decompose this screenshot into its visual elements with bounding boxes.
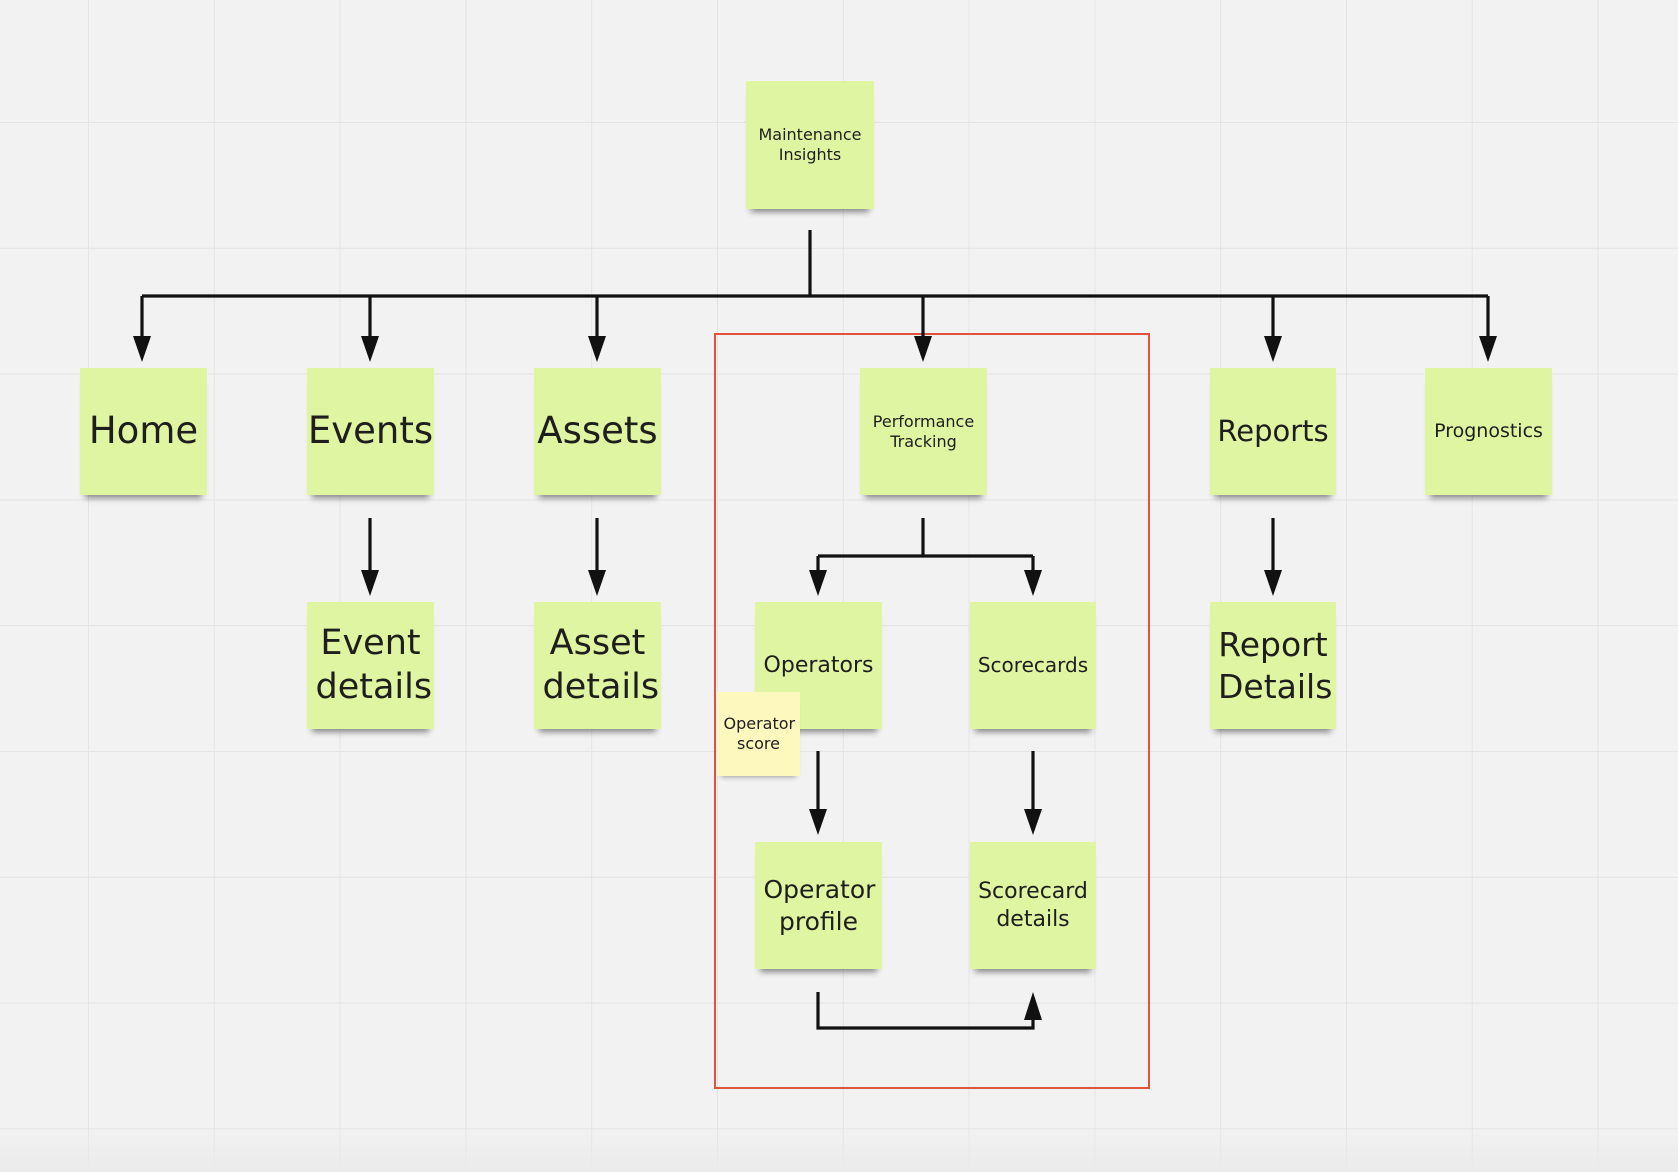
arrowhead-reports bbox=[1264, 336, 1282, 362]
sticky-prognostics[interactable]: Prognostics bbox=[1425, 368, 1552, 495]
sticky-text: Home bbox=[88, 409, 199, 453]
arrowhead-home bbox=[133, 336, 151, 362]
sticky-assets[interactable]: Assets bbox=[534, 368, 661, 495]
sticky-text: Performance Tracking bbox=[872, 411, 975, 451]
arrowhead-scorecards bbox=[1024, 570, 1042, 596]
sticky-report-details[interactable]: Report Details bbox=[1210, 602, 1336, 729]
sticky-maintenance-insights[interactable]: Maintenance Insights bbox=[746, 81, 874, 209]
sticky-text: Reports bbox=[1217, 414, 1329, 449]
arrowhead-operators bbox=[809, 570, 827, 596]
sticky-text: Prognostics bbox=[1434, 419, 1543, 442]
sticky-text: Asset details bbox=[542, 622, 660, 707]
sticky-scorecard-details[interactable]: Scorecard details bbox=[970, 842, 1096, 969]
sticky-home[interactable]: Home bbox=[80, 368, 207, 495]
sticky-text: Scorecard details bbox=[978, 879, 1088, 932]
sticky-performance-tracking[interactable]: Performance Tracking bbox=[860, 368, 987, 495]
sticky-operator-profile[interactable]: Operator profile bbox=[755, 842, 882, 969]
sticky-text: Report Details bbox=[1218, 625, 1333, 706]
sticky-text: Event details bbox=[315, 622, 433, 707]
arrowhead-events bbox=[361, 336, 379, 362]
note-text: Operator score bbox=[723, 714, 796, 753]
arrowhead-asset-details bbox=[588, 570, 606, 596]
sticky-event-details[interactable]: Event details bbox=[307, 602, 434, 729]
arrowhead-event-details bbox=[361, 570, 379, 596]
arrowhead-scorecard-details-up bbox=[1024, 992, 1042, 1020]
sticky-scorecards[interactable]: Scorecards bbox=[970, 602, 1096, 729]
canvas-bottom-edge bbox=[0, 1126, 1678, 1172]
sticky-text: Operator profile bbox=[763, 875, 876, 936]
connector-profile-to-scorecard-details[interactable] bbox=[816, 992, 1035, 1030]
arrowhead-operator-profile bbox=[809, 809, 827, 835]
sticky-text: Scorecards bbox=[977, 653, 1089, 677]
sticky-text: Operators bbox=[763, 652, 874, 678]
sticky-events[interactable]: Events bbox=[307, 368, 434, 495]
arrowhead-scorecard-details-down bbox=[1024, 809, 1042, 835]
sticky-reports[interactable]: Reports bbox=[1210, 368, 1336, 495]
sticky-asset-details[interactable]: Asset details bbox=[534, 602, 661, 729]
connector-performance-split[interactable] bbox=[816, 518, 1035, 579]
note-operator-score[interactable]: Operator score bbox=[717, 692, 800, 776]
arrowhead-report-details bbox=[1264, 570, 1282, 596]
sticky-text: Maintenance Insights bbox=[758, 125, 862, 164]
sticky-text: Assets bbox=[537, 409, 658, 453]
sticky-text: Events bbox=[307, 409, 434, 453]
arrowhead-performance bbox=[914, 336, 932, 362]
arrowhead-prognostics bbox=[1479, 336, 1497, 362]
arrowhead-assets bbox=[588, 336, 606, 362]
